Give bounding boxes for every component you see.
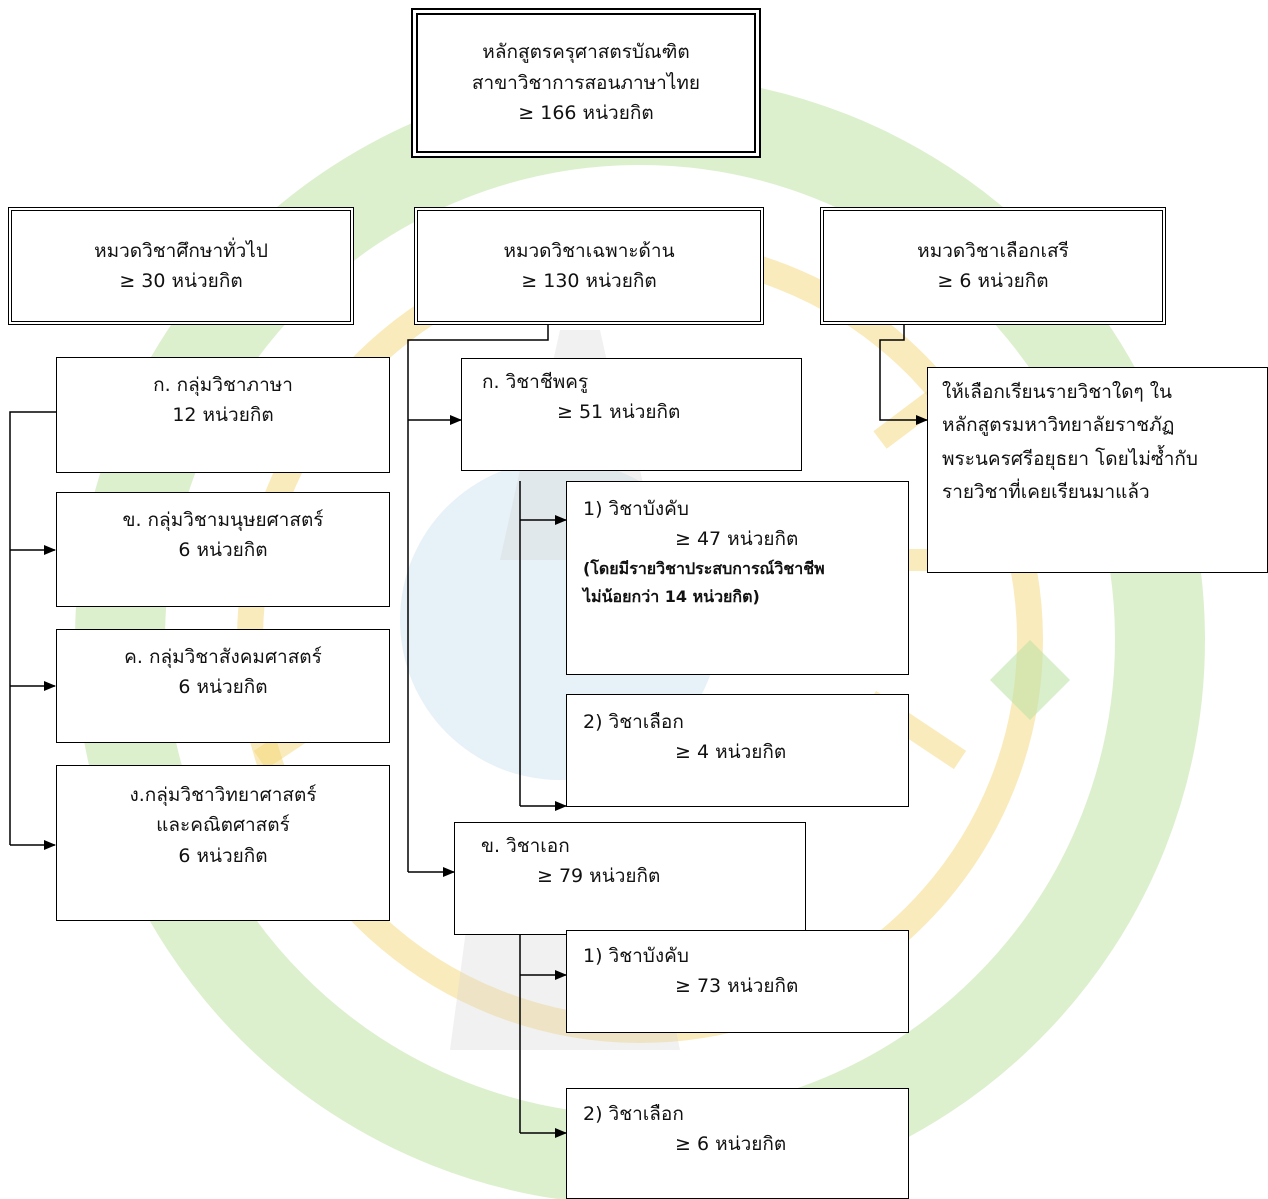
root-program-title: หลักสูตรครุศาสตรบัณฑิต [482, 41, 690, 64]
teacher-credits: ≥ 51 หน่วยกิต [557, 401, 681, 424]
watermark-lotus [990, 640, 1070, 720]
root-program-major: สาขาวิชาการสอนภาษาไทย [471, 71, 701, 94]
free-category-title: หมวดวิชาเลือกเสรี [917, 239, 1069, 262]
general-group-language-credits: 12 หน่วยกิต [172, 404, 274, 427]
general-group-science-box: ง.กลุ่มวิชาวิทยาศาสตร์ และคณิตศาสตร์ 6 ห… [56, 765, 390, 921]
teacher-required-box: 1) วิชาบังคับ ≥ 47 หน่วยกิต (โดยมีรายวิช… [566, 481, 909, 675]
specific-spine [407, 322, 549, 872]
major-required-title: 1) วิชาบังคับ [583, 945, 689, 967]
teacher-box: ก. วิชาชีพครู ≥ 51 หน่วยกิต [461, 358, 802, 471]
general-group-social-credits: 6 หน่วยกิต [178, 676, 268, 699]
major-box: ข. วิชาเอก ≥ 79 หน่วยกิต [454, 822, 806, 935]
general-group-social-title: ค. กลุ่มวิชาสังคมศาสตร์ [124, 646, 322, 668]
major-required-credits: ≥ 73 หน่วยกิต [675, 975, 799, 998]
free-category-credits: ≥ 6 หน่วยกิต [937, 270, 1049, 292]
teacher-required-note-line1: (โดยมีรายวิชาประสบการณ์วิชาชีพ [583, 558, 825, 578]
general-group-science-credits: 6 หน่วยกิต [178, 844, 268, 867]
major-elective-title: 2) วิชาเลือก [583, 1103, 684, 1125]
major-required-box: 1) วิชาบังคับ ≥ 73 หน่วยกิต [566, 930, 909, 1033]
general-group-science-title: ง.กลุ่มวิชาวิทยาศาสตร์ [129, 784, 317, 806]
major-credits: ≥ 79 หน่วยกิต [537, 865, 661, 888]
general-group-humanities-credits: 6 หน่วยกิต [178, 539, 268, 562]
major-elective-box: 2) วิชาเลือก ≥ 6 หน่วยกิต [566, 1088, 909, 1199]
specific-category-box: หมวดวิชาเฉพาะด้าน ≥ 130 หน่วยกิต [414, 207, 764, 325]
free-description-box: ให้เลือกเรียนรายวิชาใดๆ ใน หลักสูตรมหาวิ… [927, 367, 1268, 573]
general-group-language-title: ก. กลุ่มวิชาภาษา [153, 374, 293, 396]
root-program-credits: ≥ 166 หน่วยกิต [518, 102, 654, 125]
teacher-title: ก. วิชาชีพครู [482, 371, 589, 393]
general-group-language-box: ก. กลุ่มวิชาภาษา 12 หน่วยกิต [56, 357, 390, 473]
teacher-required-note-line2: ไม่น้อยกว่า 14 หน่วยกิต) [583, 586, 760, 606]
teacher-elective-title: 2) วิชาเลือก [583, 711, 684, 733]
specific-category-title: หมวดวิชาเฉพาะด้าน [503, 239, 675, 262]
general-spine [9, 411, 56, 845]
free-connector [879, 324, 928, 425]
free-description-line1: ให้เลือกเรียนรายวิชาใดๆ ใน [942, 381, 1173, 403]
teacher-elective-credits: ≥ 4 หน่วยกิต [675, 741, 787, 764]
general-group-science-subtitle: และคณิตศาสตร์ [156, 814, 290, 837]
free-description-line2: หลักสูตรมหาวิทยาลัยราชภัฏ [942, 414, 1175, 437]
general-group-social-box: ค. กลุ่มวิชาสังคมศาสตร์ 6 หน่วยกิต [56, 629, 390, 743]
teacher-required-title: 1) วิชาบังคับ [583, 498, 689, 520]
free-description-line4: รายวิชาที่เคยเรียนมาแล้ว [942, 480, 1150, 503]
general-category-title: หมวดวิชาศึกษาทั่วไป [94, 239, 268, 262]
teacher-required-credits: ≥ 47 หน่วยกิต [675, 528, 799, 551]
major-elective-credits: ≥ 6 หน่วยกิต [675, 1133, 787, 1156]
general-group-humanities-box: ข. กลุ่มวิชามนุษยศาสตร์ 6 หน่วยกิต [56, 492, 390, 607]
free-description-line3: พระนครศรีอยุธยา โดยไม่ซ้ำกับ [942, 447, 1198, 470]
root-program-box: หลักสูตรครุศาสตรบัณฑิต สาขาวิชาการสอนภาษ… [411, 8, 761, 158]
major-title: ข. วิชาเอก [481, 835, 570, 857]
free-category-box: หมวดวิชาเลือกเสรี ≥ 6 หน่วยกิต [820, 207, 1166, 325]
teacher-elective-box: 2) วิชาเลือก ≥ 4 หน่วยกิต [566, 694, 909, 807]
general-group-humanities-title: ข. กลุ่มวิชามนุษยศาสตร์ [122, 509, 324, 531]
specific-category-credits: ≥ 130 หน่วยกิต [521, 270, 657, 292]
general-category-box: หมวดวิชาศึกษาทั่วไป ≥ 30 หน่วยกิต [8, 207, 354, 325]
general-category-credits: ≥ 30 หน่วยกิต [119, 270, 243, 292]
